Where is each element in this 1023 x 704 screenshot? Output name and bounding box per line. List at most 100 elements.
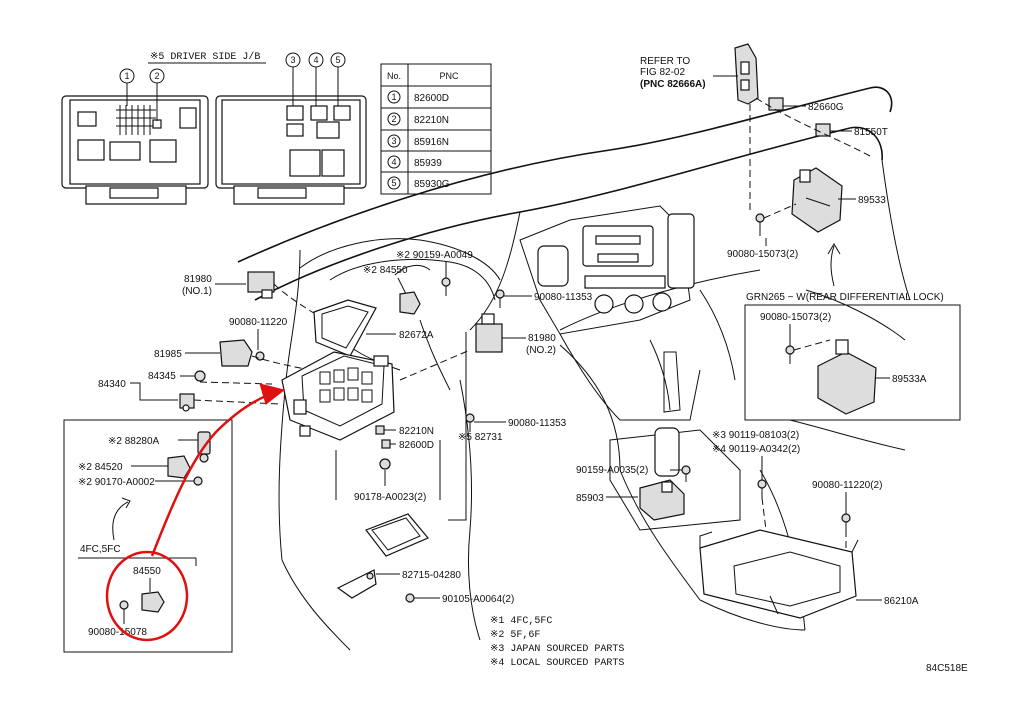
label-82660g: 82660G	[808, 102, 844, 113]
label-82731: ※5 82731	[458, 432, 503, 443]
refer-line2: FIG 82-02	[640, 67, 685, 78]
label-84345: 84345	[148, 371, 176, 382]
grn-screw-label: 90080-15073(2)	[760, 312, 831, 323]
switch-82660g	[768, 97, 784, 111]
pnc-row-no: 1	[391, 92, 396, 102]
relay-88280a	[197, 431, 211, 463]
bolt-90119	[757, 479, 767, 498]
note-1: ※1 4FC,5FC	[490, 616, 552, 627]
switch-84550-bottom	[119, 591, 165, 613]
label-90080-15078: 90080-15078	[88, 627, 147, 638]
pnc-row-no: 5	[391, 178, 396, 188]
screw-90080-11353-top	[495, 289, 505, 308]
pnc-row-value: 82210N	[414, 115, 449, 126]
note-2: ※2 5F,6F	[490, 630, 540, 641]
label-89533: 89533	[858, 195, 886, 206]
label-90170-a0002: ※2 90170-A0002	[78, 477, 155, 488]
highlight-annotation	[105, 383, 286, 642]
grn-box	[744, 304, 961, 421]
label-4fc5fc: 4FC,5FC	[80, 544, 121, 555]
label-81980-no1-sub: (NO.1)	[182, 286, 212, 297]
label-81985: 81985	[154, 349, 182, 360]
center-console	[519, 205, 741, 531]
nut-90178	[379, 458, 391, 470]
screw-90159-a0049	[441, 277, 451, 296]
pnc-row-no: 4	[391, 157, 396, 167]
switch-81550t	[815, 123, 831, 137]
pnc-header-pnc: PNC	[439, 71, 459, 81]
switch-84340	[179, 393, 195, 412]
ref-num-3: 3	[290, 55, 295, 65]
switch-84345	[194, 370, 206, 382]
note-3: ※3 JAPAN SOURCED PARTS	[490, 644, 624, 655]
label-84550-bottom: 84550	[133, 566, 161, 577]
label-90080-11220-2: 90080-11220(2)	[812, 480, 882, 491]
pnc-row-value: 85939	[414, 158, 442, 169]
label-82600d: 82600D	[399, 440, 434, 451]
driver-jb-title: ※5 DRIVER SIDE J/B	[150, 51, 260, 63]
fuse-82210n	[375, 425, 385, 435]
pnc-row-value: 85916N	[414, 137, 449, 148]
label-90080-15073-2: 90080-15073(2)	[727, 249, 798, 260]
label-90119-08103: ※3 90119-08103(2)	[712, 430, 799, 441]
refer-line3: (PNC 82666A)	[640, 79, 706, 90]
highlight-arrowhead	[259, 383, 286, 405]
label-90178-a0023: 90178-A0023(2)	[354, 492, 426, 503]
note-4: ※4 LOCAL SOURCED PARTS	[490, 658, 624, 669]
pnc-table: No. PNC 1 82600D 2 82210N 3 85916N 4 859…	[380, 63, 492, 195]
screw-90080-11353-mid	[465, 413, 475, 432]
ref-num-4: 4	[313, 55, 318, 65]
label-84520: ※2 84520	[78, 462, 123, 473]
pnc-row-no: 2	[391, 114, 396, 124]
label-85903: 85903	[576, 493, 604, 504]
label-82672a: 82672A	[399, 330, 434, 341]
label-82210n: 82210N	[399, 426, 434, 437]
refer-line1: REFER TO	[640, 56, 690, 67]
label-84340: 84340	[98, 379, 126, 390]
junction-block-rear	[215, 95, 367, 205]
highlight-circle	[105, 550, 189, 642]
label-82715-04280: 82715-04280	[402, 570, 461, 581]
label-84550-top: ※2 84550	[363, 265, 408, 276]
label-90119-a0342: ※4 90119-A0342(2)	[712, 444, 800, 455]
module-89533	[791, 167, 843, 233]
grn-title: GRN265 − W(REAR DIFFERENTIAL LOCK)	[746, 292, 944, 303]
label-88280a: ※2 88280A	[108, 436, 160, 447]
ref-num-1: 1	[124, 71, 129, 81]
grn-screw	[785, 345, 795, 364]
pnc-header-no: No.	[387, 71, 401, 81]
relay-81980-no2	[475, 313, 503, 353]
screw-90080-15073	[755, 213, 765, 236]
switch-84550-top	[399, 291, 421, 315]
module-89533a	[817, 339, 877, 415]
screw-90105	[405, 593, 440, 603]
junction-block-installed	[281, 351, 395, 441]
pnc-row-no: 3	[391, 136, 396, 146]
screw-90159-a0035	[681, 465, 691, 482]
label-90080-11220: 90080-11220	[229, 317, 288, 328]
figure-code: 84C518E	[926, 663, 968, 674]
grn-part-label: 89533A	[892, 374, 927, 385]
nut-90170	[193, 476, 203, 486]
pnc-row-value: 85930G	[414, 179, 450, 190]
module-85903	[639, 479, 685, 521]
bracket-82715	[336, 569, 377, 599]
label-90080-11353-top: 90080-11353	[534, 292, 593, 303]
dashboard-outline	[237, 86, 911, 651]
label-90105-a0064: 90105-A0064(2)	[442, 594, 514, 605]
label-81980-no2-sub: (NO.2)	[526, 345, 556, 356]
ecu-plate	[365, 513, 429, 557]
label-86210a: 86210A	[884, 596, 919, 607]
ref-num-5: 5	[335, 55, 340, 65]
relay-81980-no1	[247, 271, 275, 299]
label-90080-11353-mid: 90080-11353	[508, 418, 567, 429]
subset-box	[63, 419, 233, 653]
label-81550t: 81550T	[854, 127, 888, 138]
ecu-86210a	[699, 529, 859, 619]
label-90159-a0035: 90159-A0035(2)	[576, 465, 648, 476]
bracket-82666a	[734, 43, 759, 105]
fuse-82600d	[381, 439, 391, 449]
label-90159-a0049: ※2 90159-A0049	[396, 250, 473, 261]
bolt-90080-11220-2	[841, 513, 851, 530]
